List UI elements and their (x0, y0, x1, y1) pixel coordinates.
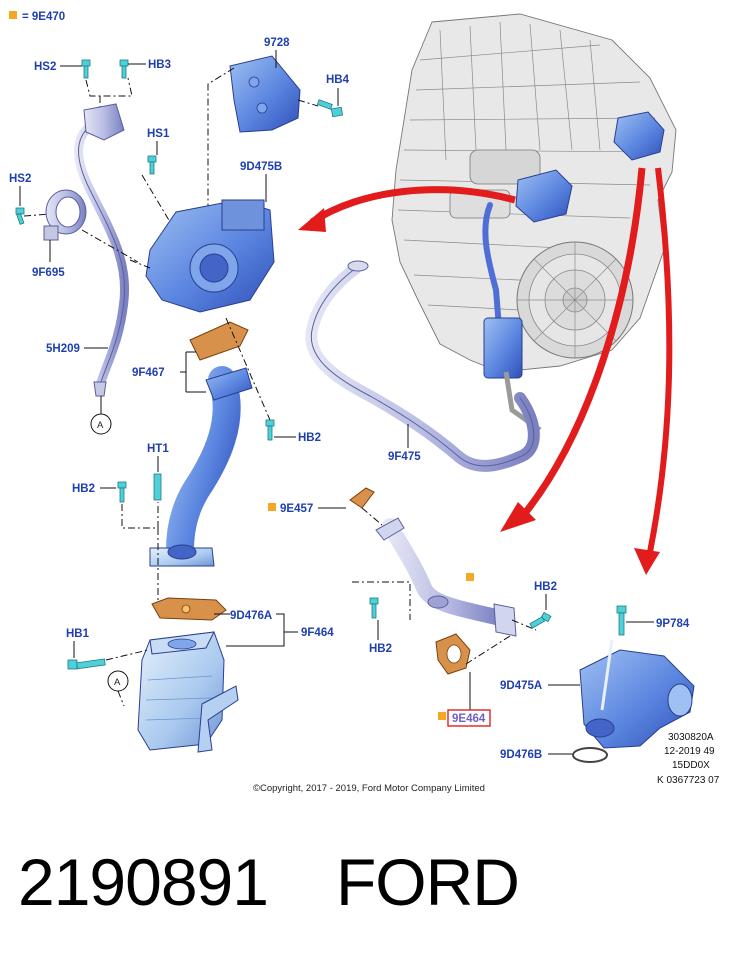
legend-text: = 9E470 (22, 11, 65, 23)
gasket-9e457 (349, 487, 375, 509)
legend-square-icon (9, 11, 17, 19)
label-hb2-low: HB2 (369, 643, 392, 655)
gasket-9d476b (572, 747, 608, 763)
hb3-bolt-icon (119, 59, 129, 79)
hb2-bolt-mid-icon (265, 419, 275, 441)
ref-a-2-text: A (114, 677, 121, 688)
label-ht1: HT1 (147, 443, 169, 455)
label-9d476b: 9D476B (500, 749, 542, 761)
label-9p784: 9P784 (656, 618, 690, 630)
ht1-stud-icon (153, 473, 162, 501)
label-9f695: 9F695 (32, 267, 65, 279)
egr-cooler-9f464 (137, 631, 239, 753)
orange-square-mid-icon (466, 573, 474, 581)
egr-pump-9d475a (579, 639, 695, 749)
label-9f475: 9F475 (388, 451, 421, 463)
label-hb3: HB3 (148, 59, 171, 71)
label-hb2-left: HB2 (72, 483, 95, 495)
label-hs1: HS1 (147, 128, 170, 140)
label-9d475a: 9D475A (500, 680, 542, 692)
copyright-text: ©Copyright, 2017 - 2019, Ford Motor Comp… (253, 783, 485, 794)
part-number: 2190891 (18, 845, 269, 919)
label-9f467: 9F467 (132, 367, 165, 379)
label-hs2-left: HS2 (9, 173, 31, 185)
hs1-bolt-icon (147, 155, 157, 175)
hs2-bolt-top-icon (81, 59, 91, 79)
label-hb2-mid: HB2 (298, 432, 321, 444)
engine-egr-valve-highlight (515, 169, 573, 223)
brand-name: FORD (335, 845, 520, 919)
engine-egr-cooler-highlight (483, 317, 523, 379)
footer-bar: 2190891 FORD (18, 842, 718, 922)
label-9d475b: 9D475B (240, 161, 282, 173)
bracket-9728 (229, 55, 301, 133)
clamp-9f695 (43, 189, 87, 241)
hb2-bolt-left-icon (117, 481, 127, 503)
stamp-line-3: 15DD0X (672, 760, 710, 771)
hb1-bolt-icon (67, 658, 106, 670)
stamp-line-4: K 0367723 07 (657, 775, 720, 786)
highlight-box-9e464[interactable] (447, 709, 491, 727)
engine-egr-pump-highlight (613, 111, 665, 161)
egr-valve-9d475b (145, 199, 275, 313)
label-9728: 9728 (264, 37, 290, 49)
engine-egr-pipe-highlight (482, 202, 503, 343)
label-hb2-right: HB2 (534, 581, 557, 593)
hb2-bolt-low-icon (369, 597, 379, 619)
label-9d476a: 9D476A (230, 610, 272, 622)
orange-square-9e457-icon (268, 503, 276, 511)
hb2-bolt-right-icon (529, 611, 552, 629)
label-5h209: 5H209 (46, 343, 80, 355)
label-9e457: 9E457 (280, 503, 313, 515)
stamp-line-2: 12-2019 49 (664, 746, 715, 757)
label-hb1: HB1 (66, 628, 90, 640)
stamp-line-1: 3030820A (668, 732, 714, 743)
hs2-bolt-left-icon (15, 207, 25, 225)
pipe-5h209 (74, 115, 130, 390)
label-9e464[interactable]: 9E464 (452, 713, 486, 725)
label-hs2-top: HS2 (34, 61, 56, 73)
hb-bolt-9p784-icon (616, 605, 627, 636)
ref-a-1-text: A (97, 420, 104, 431)
label-9f464: 9F464 (301, 627, 334, 639)
hb4-bolt-icon (316, 99, 344, 118)
orange-square-9e464-icon (438, 712, 446, 720)
egr-tube-blue (149, 366, 253, 567)
label-hb4: HB4 (326, 74, 350, 86)
red-arrows (298, 167, 673, 575)
egr-pipe-flanged (375, 517, 517, 637)
gasket-9f467 (189, 321, 249, 361)
